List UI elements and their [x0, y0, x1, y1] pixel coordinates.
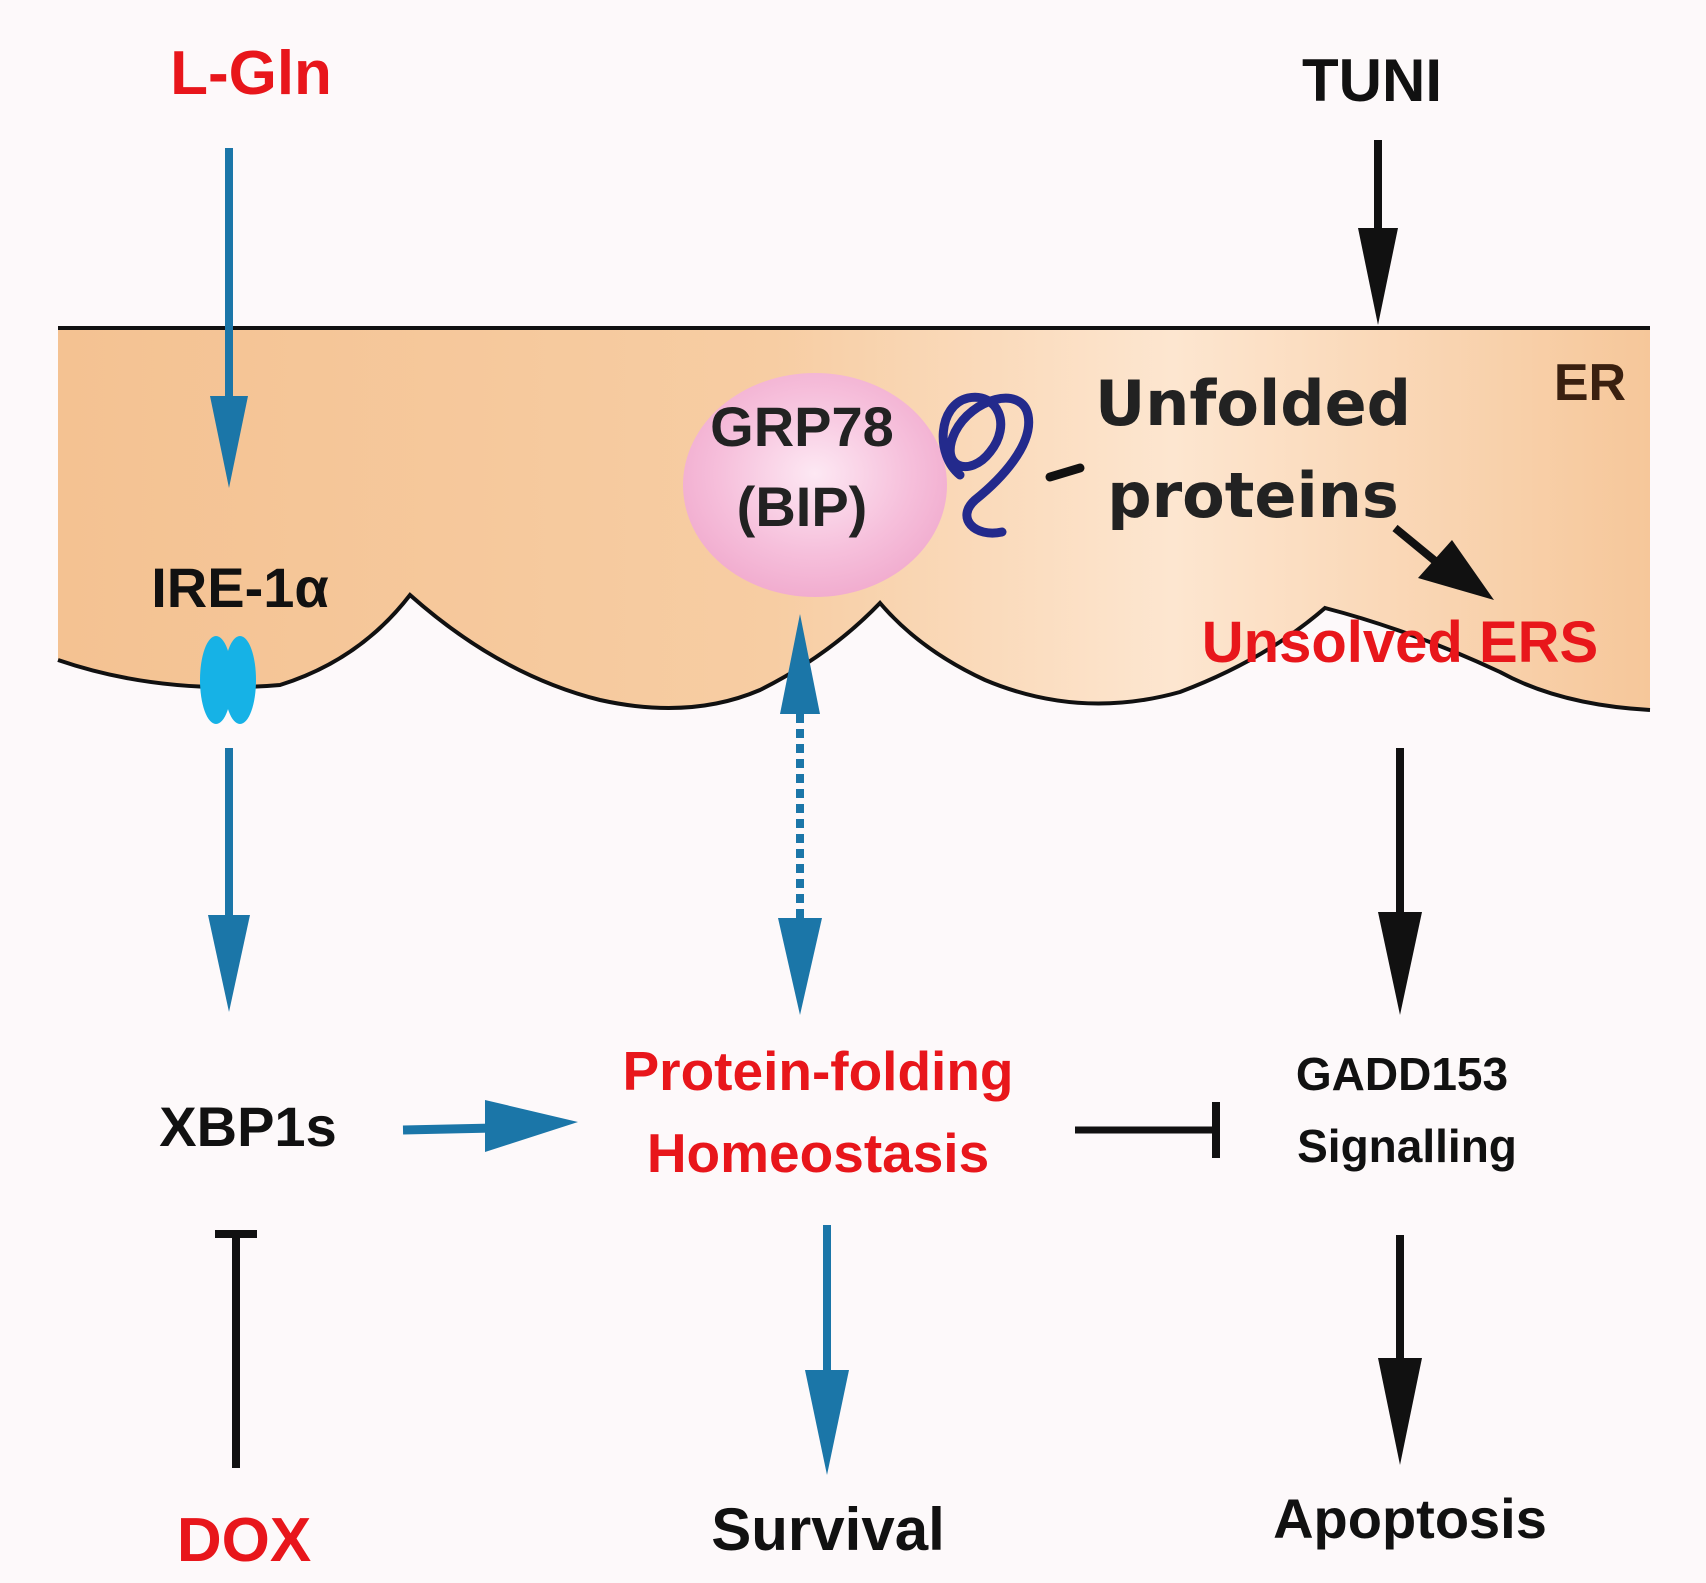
l-gln-label: L-Gln	[170, 39, 332, 108]
homeostasis-label: Homeostasis	[646, 1122, 990, 1184]
arrow-tuni-to-er	[1358, 140, 1398, 325]
black-arrows	[215, 140, 1494, 1468]
arrow-homeostasis-to-survival	[805, 1225, 849, 1475]
ire1a-receptor-icon	[200, 636, 256, 724]
unfolded-connector	[1045, 463, 1085, 482]
survival-label: Survival	[711, 1496, 945, 1563]
arrow-gadd153-to-apoptosis	[1378, 1235, 1422, 1465]
unfolded-label: Unfolded	[1094, 367, 1412, 440]
bip-label: (BIP)	[736, 475, 868, 538]
unsolved-ers-label: Unsolved ERS	[1201, 610, 1599, 675]
er-bottom-line	[57, 592, 1651, 712]
grp78-label: GRP78	[710, 395, 894, 458]
unfolded-protein-icon	[938, 392, 1034, 538]
dox-label: DOX	[176, 1506, 312, 1575]
arrow-unfolded-to-ers	[1392, 524, 1494, 600]
inhibition-homeostasis-gadd153	[1075, 1102, 1220, 1158]
er-label: ER	[1553, 354, 1627, 412]
arrow-grp78-homeostasis-bidirectional	[778, 614, 822, 1015]
proteins-label: proteins	[1107, 459, 1399, 532]
grp78-chaperone	[683, 373, 947, 597]
inhibition-dox-xbp1s	[215, 1230, 257, 1468]
gadd153-label: GADD153	[1295, 1048, 1509, 1100]
protein-folding-label: Protein-folding	[622, 1040, 1014, 1102]
arrow-ers-to-gadd153	[1378, 748, 1422, 1015]
arrow-ire1a-to-xbp1s	[208, 748, 250, 1012]
arrow-xbp1s-to-homeostasis	[402, 1100, 578, 1152]
apoptosis-label: Apoptosis	[1273, 1487, 1547, 1550]
signalling-label: Signalling	[1297, 1120, 1517, 1172]
arrow-lgln-to-ire1a	[210, 148, 248, 488]
ire1a-label: IRE-1α	[151, 556, 329, 619]
tuni-label: TUNI	[1302, 47, 1442, 114]
activation-arrows	[208, 148, 849, 1475]
xbp1s-label: XBP1s	[159, 1095, 337, 1158]
